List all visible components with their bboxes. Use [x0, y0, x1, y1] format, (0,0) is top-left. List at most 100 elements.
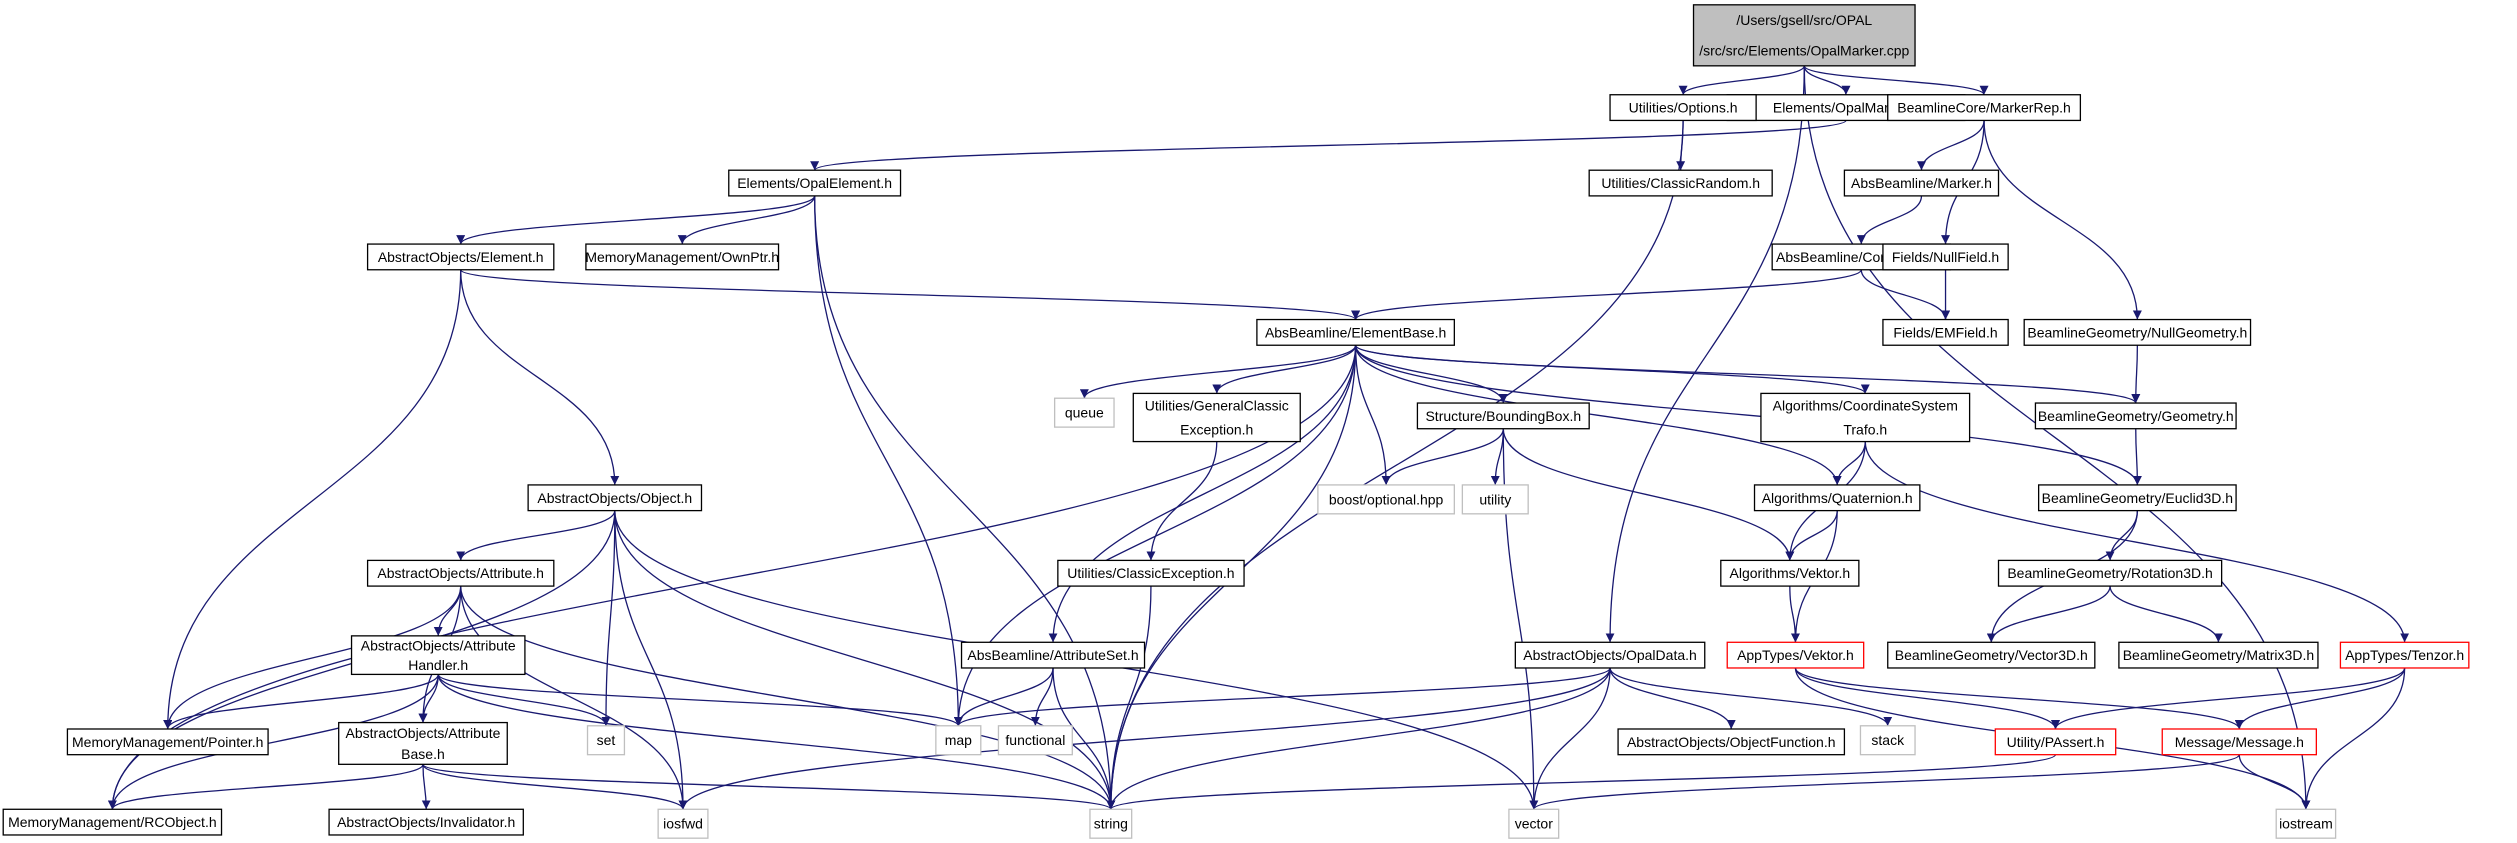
node-message_message_h[interactable]: Message/Message.h — [2161, 728, 2317, 756]
node-abstractobjects_object_h[interactable]: AbstractObjects/Object.h — [527, 484, 703, 512]
node-utilities_options_h[interactable]: Utilities/Options.h — [1609, 94, 1757, 122]
node-absbeamline_marker_h[interactable]: AbsBeamline/Marker.h — [1843, 169, 2000, 197]
node-apptypes_vektor_h[interactable]: AppTypes/Vektor.h — [1726, 641, 1865, 669]
node-root[interactable]: /Users/gsell/src/OPAL/src/src/Elements/O… — [1692, 4, 1916, 67]
node-label-line: AbstractObjects/Attribute — [346, 725, 501, 741]
include-edge-beamlinegeometry_rotation3d_h-to-beamlinegeometry_vector3d_h — [1986, 585, 2111, 643]
include-edge-structure_boundingbox_h-to-algorithms_vektor_h — [1502, 428, 1795, 561]
include-edge-abstractobjects_attributehandler_h-to-memorymanagement_rcobject_h — [107, 674, 439, 810]
node-abstractobjects_invalidator_h[interactable]: AbstractObjects/Invalidator.h — [328, 808, 524, 836]
node-label-line: Utilities/GeneralClassic — [1145, 397, 1289, 413]
node-label-line: AbsBeamline/ElementBase.h — [1265, 324, 1446, 340]
include-edge-absbeamline_elementbase_h-to-algorithms_quaternion_h — [1354, 345, 1842, 485]
include-edge-root-to-abstractobjects_opaldata_h — [1605, 65, 1805, 643]
node-beamlinegeometry_euclid3d_h[interactable]: BeamlineGeometry/Euclid3D.h — [2037, 484, 2237, 512]
node-label-line: map — [945, 732, 972, 748]
node-box — [585, 243, 780, 271]
include-edge-utilities_options_h-to-string — [1106, 120, 1684, 810]
node-apptypes_tenzor_h[interactable]: AppTypes/Tenzor.h — [2339, 641, 2470, 669]
node-label-line: Exception.h — [1180, 422, 1253, 438]
node-utility_passert_h[interactable]: Utility/PAssert.h — [1994, 728, 2117, 756]
node-box — [1720, 559, 1860, 587]
node-box — [1617, 728, 1846, 756]
include-edge-absbeamline_attributeset_h-to-map — [953, 667, 1054, 726]
node-abstractobjects_element_h[interactable]: AbstractObjects/Element.h — [366, 243, 555, 271]
node-beamlinegeometry_rotation3d_h[interactable]: BeamlineGeometry/Rotation3D.h — [1997, 559, 2223, 587]
node-structure_boundingbox_h[interactable]: Structure/BoundingBox.h — [1416, 402, 1590, 430]
node-label-line: Utilities/ClassicRandom.h — [1601, 175, 1760, 191]
node-box — [1317, 484, 1455, 515]
include-edge-abstractobjects_attribute_h-to-abstractobjects_attributehandler_h — [433, 586, 462, 636]
node-algorithms_quaternion_h[interactable]: Algorithms/Quaternion.h — [1753, 484, 1921, 512]
node-label-line: AbsBeamline/Marker.h — [1851, 175, 1992, 191]
dependency-edges — [107, 65, 2410, 810]
node-abstractobjects_objectfunction_h[interactable]: AbstractObjects/ObjectFunction.h — [1617, 728, 1846, 756]
node-box — [1461, 484, 1529, 515]
include-edge-absbeamline_attributeset_h-to-string — [1052, 667, 1116, 810]
node-label-line: AbstractObjects/ObjectFunction.h — [1627, 734, 1836, 750]
include-edge-absbeamline_elementbase_h-to-beamlinegeometry_geometry_h — [1354, 344, 2141, 404]
include-edge-absbeamline_marker_h-to-absbeamline_component_h — [1856, 195, 1923, 245]
node-beamlinecore_markerrep_h[interactable]: BeamlineCore/MarkerRep.h — [1887, 94, 2082, 122]
node-box — [1514, 641, 1706, 669]
include-edge-abstractobjects_object_h-to-string — [614, 510, 1116, 810]
node-algorithms_vektor_h[interactable]: Algorithms/Vektor.h — [1720, 559, 1860, 587]
include-edge-apptypes_vektor_h-to-message_message_h — [1794, 667, 2244, 730]
node-label-line: AbstractObjects/Object.h — [537, 490, 692, 506]
node-box — [1882, 243, 2009, 271]
include-edge-abstractobjects_attributehandler_h-to-map — [437, 673, 963, 727]
node-box — [1132, 392, 1301, 443]
node-label-line: Fields/EMField.h — [1893, 324, 1997, 340]
node-utilities_classicrandom_h[interactable]: Utilities/ClassicRandom.h — [1588, 169, 1773, 197]
include-edge-elements_opalelement_h-to-abstractobjects_element_h — [456, 195, 816, 245]
node-box — [1882, 318, 2009, 346]
node-box — [1760, 392, 1971, 443]
node-fields_emfield_h[interactable]: Fields/EMField.h — [1882, 318, 2009, 346]
node-label-line: Elements/OpalMarker.h — [1773, 100, 1919, 116]
node-label-line: BeamlineGeometry/NullGeometry.h — [2027, 324, 2247, 340]
node-box — [1997, 559, 2223, 587]
node-beamlinegeometry_nullgeometry_h[interactable]: BeamlineGeometry/NullGeometry.h — [2023, 318, 2252, 346]
node-label-line: vector — [1515, 816, 1553, 832]
node-box — [1588, 169, 1773, 197]
node-box — [1089, 808, 1133, 839]
node-label-line: Algorithms/CoordinateSystem — [1773, 397, 1958, 413]
node-box — [328, 808, 524, 836]
node-memorymanagement_pointer_h[interactable]: MemoryManagement/Pointer.h — [66, 728, 269, 756]
node-box — [2034, 402, 2237, 430]
node-memorymanagement_ownptr_h[interactable]: MemoryManagement/OwnPtr.h — [585, 243, 780, 271]
node-absbeamline_elementbase_h[interactable]: AbsBeamline/ElementBase.h — [1256, 318, 1455, 346]
node-beamlinegeometry_vector3d_h[interactable]: BeamlineGeometry/Vector3D.h — [1887, 641, 2096, 669]
node-functional: functional — [997, 725, 1073, 756]
include-edge-abstractobjects_attributebase_h-to-memorymanagement_rcobject_h — [107, 763, 424, 810]
node-elements_opalelement_h[interactable]: Elements/OpalElement.h — [728, 169, 902, 197]
node-beamlinegeometry_matrix3d_h[interactable]: BeamlineGeometry/Matrix3D.h — [2118, 641, 2319, 669]
node-utilities_classicexception_h[interactable]: Utilities/ClassicException.h — [1057, 559, 1245, 587]
node-absbeamline_attributeset_h[interactable]: AbsBeamline/AttributeSet.h — [960, 641, 1146, 669]
include-edge-elements_opalmarker_h-to-elements_opalelement_h — [810, 119, 1847, 171]
node-label-line: AbstractObjects/Invalidator.h — [337, 814, 515, 830]
node-box — [2339, 641, 2470, 669]
include-edge-absbeamline_elementbase_h-to-structure_boundingbox_h — [1354, 345, 1508, 404]
node-label-line: AbstractObjects/OpalData.h — [1523, 647, 1697, 663]
node-abstractobjects_opaldata_h[interactable]: AbstractObjects/OpalData.h — [1514, 641, 1706, 669]
node-label-line: BeamlineGeometry/Euclid3D.h — [2042, 490, 2233, 506]
node-set: set — [586, 725, 626, 756]
node-abstractobjects_attribute_h[interactable]: AbstractObjects/Attribute.h — [366, 559, 555, 587]
include-edge-absbeamline_component_h-to-absbeamline_elementbase_h — [1351, 269, 1862, 321]
node-beamlinegeometry_geometry_h[interactable]: BeamlineGeometry/Geometry.h — [2034, 402, 2237, 430]
node-label-line: string — [1094, 816, 1128, 832]
node-fields_nullfield_h[interactable]: Fields/NullField.h — [1882, 243, 2009, 271]
node-memorymanagement_rcobject_h[interactable]: MemoryManagement/RCObject.h — [2, 808, 223, 836]
node-label-line: BeamlineGeometry/Geometry.h — [2038, 408, 2234, 424]
node-label-line: /Users/gsell/src/OPAL — [1736, 12, 1872, 28]
node-label-line: Structure/BoundingBox.h — [1425, 408, 1581, 424]
node-label-line: Utility/PAssert.h — [2007, 734, 2105, 750]
node-box — [1753, 484, 1921, 512]
include-edge-abstractobjects_object_h-to-set — [601, 510, 616, 726]
